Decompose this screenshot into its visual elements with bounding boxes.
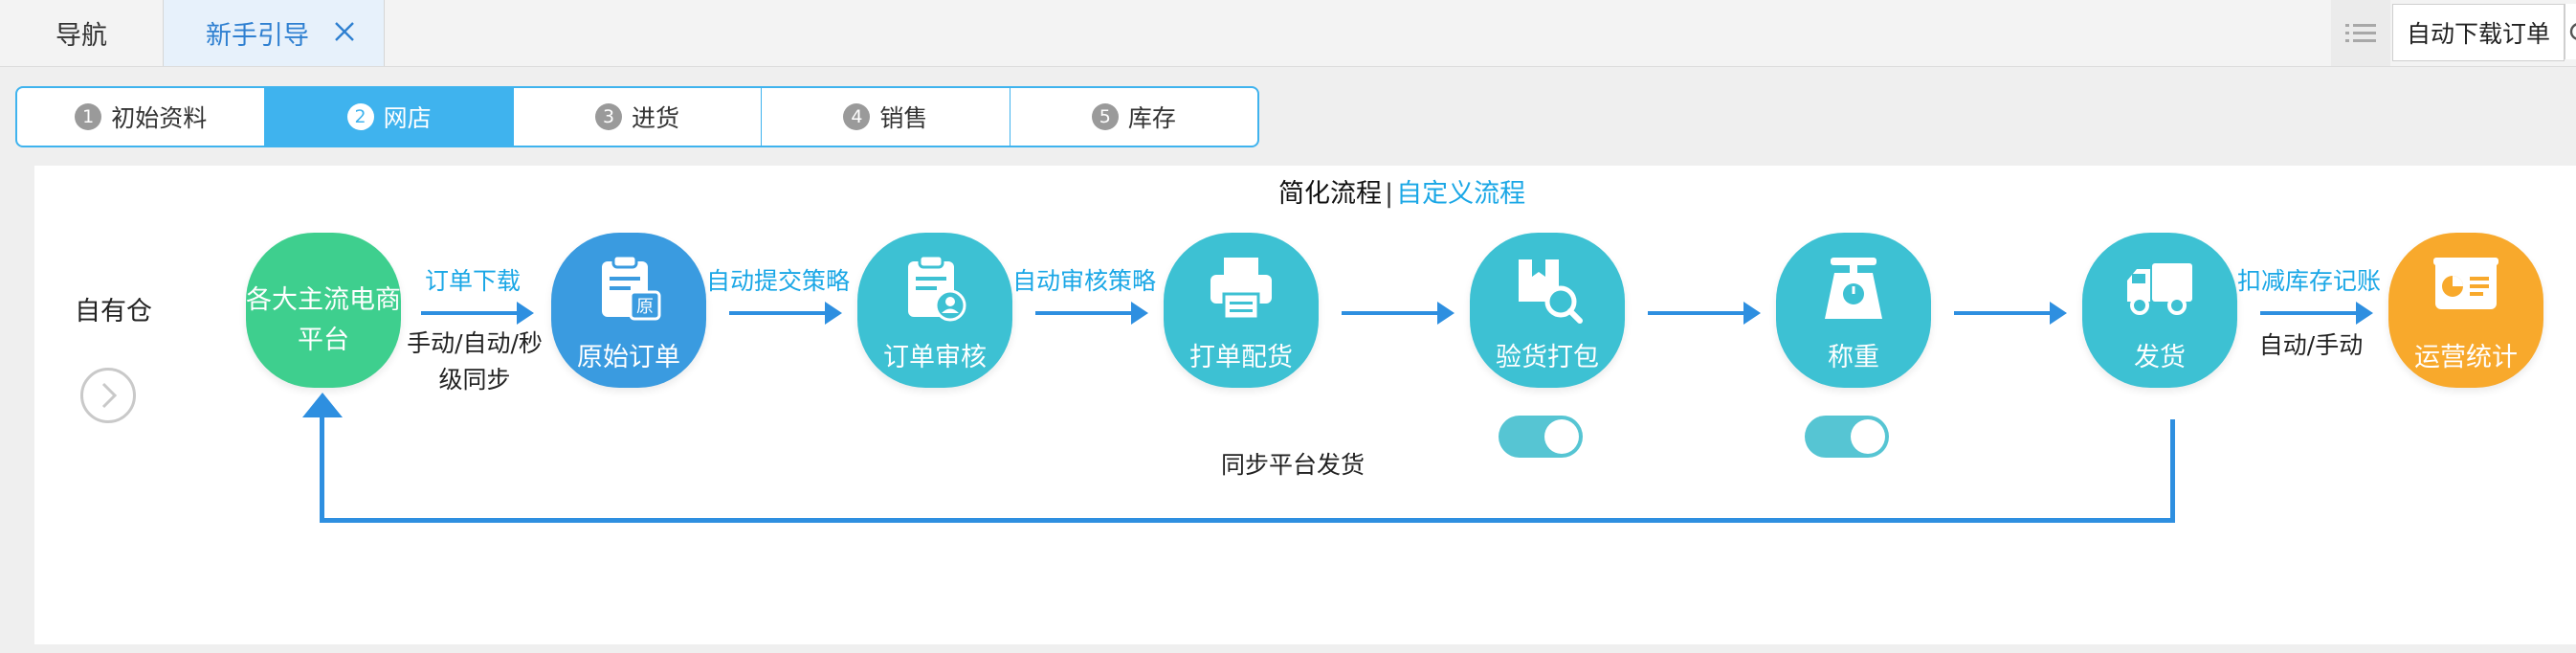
step-number: 2 xyxy=(346,103,374,130)
svg-text:原: 原 xyxy=(636,297,654,317)
loop-line xyxy=(2170,419,2175,523)
arrow xyxy=(1954,302,2067,325)
list-menu-button[interactable] xyxy=(2331,0,2390,66)
node-ecommerce-platform[interactable]: 各大主流电商 平台 xyxy=(246,233,401,388)
mode-separator: | xyxy=(1385,179,1394,209)
node-label: 称重 xyxy=(1828,343,1879,372)
node-label: 平台 xyxy=(298,326,349,355)
clipboard-icon: 原 xyxy=(602,254,661,321)
arrow-label-deduct-stock: 扣减库存记账 xyxy=(2237,267,2382,295)
arrow-label-auto-review: 自动审核策略 xyxy=(1012,267,1157,295)
step-label: 销售 xyxy=(879,104,928,132)
next-scenario-button[interactable] xyxy=(80,368,136,423)
package-search-icon xyxy=(1519,259,1583,324)
node-label: 原始订单 xyxy=(577,343,680,372)
inspect-pack-toggle[interactable] xyxy=(1499,416,1583,458)
auto-download-orders-label: 自动下载订单 xyxy=(2406,20,2550,48)
settings-button-partial[interactable] xyxy=(2565,4,2576,59)
arrow xyxy=(421,302,534,325)
auto-manual-text: 自动/手动 xyxy=(2258,331,2364,359)
flow-mode-switch: 简化流程|自定义流程 xyxy=(1278,172,1525,210)
sync-mode-text: 手动/自动/秒 级同步 xyxy=(398,326,551,398)
tab-navigation[interactable]: 导航 xyxy=(0,0,163,66)
node-raw-order[interactable]: 原 原始订单 xyxy=(551,233,706,388)
step-inventory[interactable]: 5 库存 xyxy=(1010,88,1257,146)
list-icon xyxy=(2345,23,2376,42)
weigh-toggle[interactable] xyxy=(1805,416,1889,458)
stats-report-icon xyxy=(2433,258,2498,309)
arrow-label-auto-submit: 自动提交策略 xyxy=(706,267,851,295)
toggle-knob xyxy=(1544,419,1579,454)
node-label: 订单审核 xyxy=(883,343,987,372)
sync-mode-line: 手动/自动/秒 xyxy=(407,329,543,357)
step-label: 进货 xyxy=(632,104,680,132)
step-number: 5 xyxy=(1091,103,1119,130)
step-purchase[interactable]: 3 进货 xyxy=(514,88,763,146)
auto-download-orders-button[interactable]: 自动下载订单 xyxy=(2392,4,2565,61)
step-number: 4 xyxy=(843,103,871,130)
step-online-store[interactable]: 2 网店 xyxy=(265,88,514,146)
sync-platform-ship-label: 同步平台发货 xyxy=(1221,451,1366,479)
tab-navigation-label: 导航 xyxy=(56,21,107,51)
simple-flow-link[interactable]: 简化流程 xyxy=(1278,179,1382,209)
node-print-pick[interactable]: 打单配货 xyxy=(1164,233,1319,388)
arrow-label-order-download: 订单下载 xyxy=(425,267,522,295)
node-ship[interactable]: 发货 xyxy=(2082,233,2237,388)
truck-icon xyxy=(2127,263,2192,315)
node-label: 发货 xyxy=(2134,343,2186,372)
close-icon[interactable] xyxy=(332,19,357,44)
clipboard-user-icon xyxy=(908,254,966,322)
step-label: 网店 xyxy=(383,104,432,132)
step-sales[interactable]: 4 销售 xyxy=(762,88,1010,146)
toggle-knob xyxy=(1851,419,1885,454)
node-label: 各大主流电商 xyxy=(246,285,401,315)
node-operations-stats[interactable]: 运营统计 xyxy=(2388,233,2543,388)
arrow xyxy=(1342,302,1455,325)
loop-line xyxy=(320,518,2175,523)
arrow xyxy=(1648,302,1761,325)
own-warehouse-label: 自有仓 xyxy=(75,297,152,326)
node-label: 运营统计 xyxy=(2414,343,2518,372)
step-number: 3 xyxy=(595,103,622,130)
step-initial-data[interactable]: 1 初始资料 xyxy=(17,88,266,146)
loop-arrowhead xyxy=(302,393,343,417)
loop-line xyxy=(320,412,324,523)
custom-flow-link[interactable]: 自定义流程 xyxy=(1396,179,1526,209)
node-weigh[interactable]: 称重 xyxy=(1776,233,1931,388)
node-order-review[interactable]: 订单审核 xyxy=(857,233,1012,388)
step-label: 初始资料 xyxy=(111,104,208,132)
node-inspect-pack[interactable]: 验货打包 xyxy=(1470,233,1625,388)
printer-icon xyxy=(1210,258,1272,321)
scale-icon xyxy=(1825,258,1882,319)
tab-beginner-guide-label: 新手引导 xyxy=(206,21,309,51)
arrow xyxy=(1035,302,1148,325)
wizard-steps: 1 初始资料 2 网店 3 进货 4 销售 5 库存 xyxy=(15,86,1259,147)
sync-mode-line: 级同步 xyxy=(438,366,511,394)
arrow xyxy=(2260,302,2373,325)
settings-icon xyxy=(2569,23,2576,40)
top-tab-bar: 导航 新手引导 自动下载订单 xyxy=(0,0,2576,67)
node-label: 验货打包 xyxy=(1496,343,1599,372)
tab-beginner-guide[interactable]: 新手引导 xyxy=(163,0,385,66)
step-number: 1 xyxy=(75,103,102,130)
chevron-right-icon xyxy=(101,382,118,409)
node-label: 打单配货 xyxy=(1189,343,1293,372)
arrow xyxy=(729,302,842,325)
step-label: 库存 xyxy=(1127,104,1176,132)
